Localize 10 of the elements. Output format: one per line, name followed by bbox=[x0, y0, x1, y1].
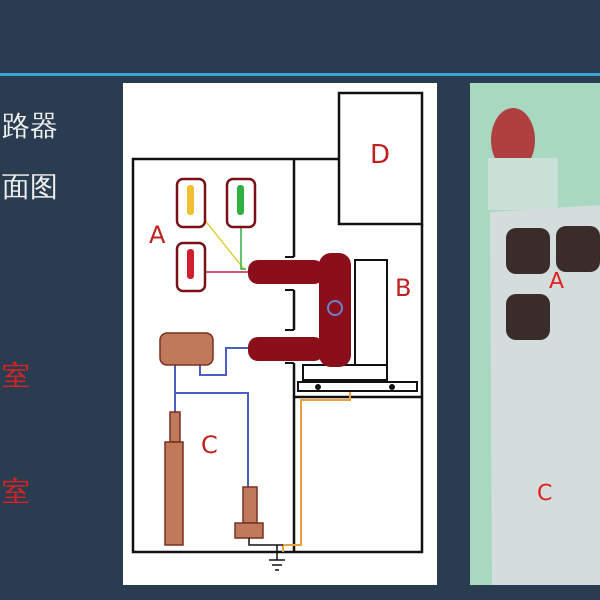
callout-letter: D bbox=[370, 142, 390, 168]
callout-letter: C bbox=[201, 433, 218, 457]
callout-letter: A bbox=[149, 223, 166, 247]
heading-text: 路器 bbox=[2, 112, 58, 140]
callout-letter: B bbox=[395, 276, 412, 300]
compartment-label: 室 bbox=[2, 362, 30, 390]
compartment-label: 室 bbox=[2, 478, 30, 506]
heading-text: 面图 bbox=[2, 173, 58, 201]
callout-letter: A bbox=[549, 271, 564, 293]
callout-letter: C bbox=[537, 483, 552, 505]
